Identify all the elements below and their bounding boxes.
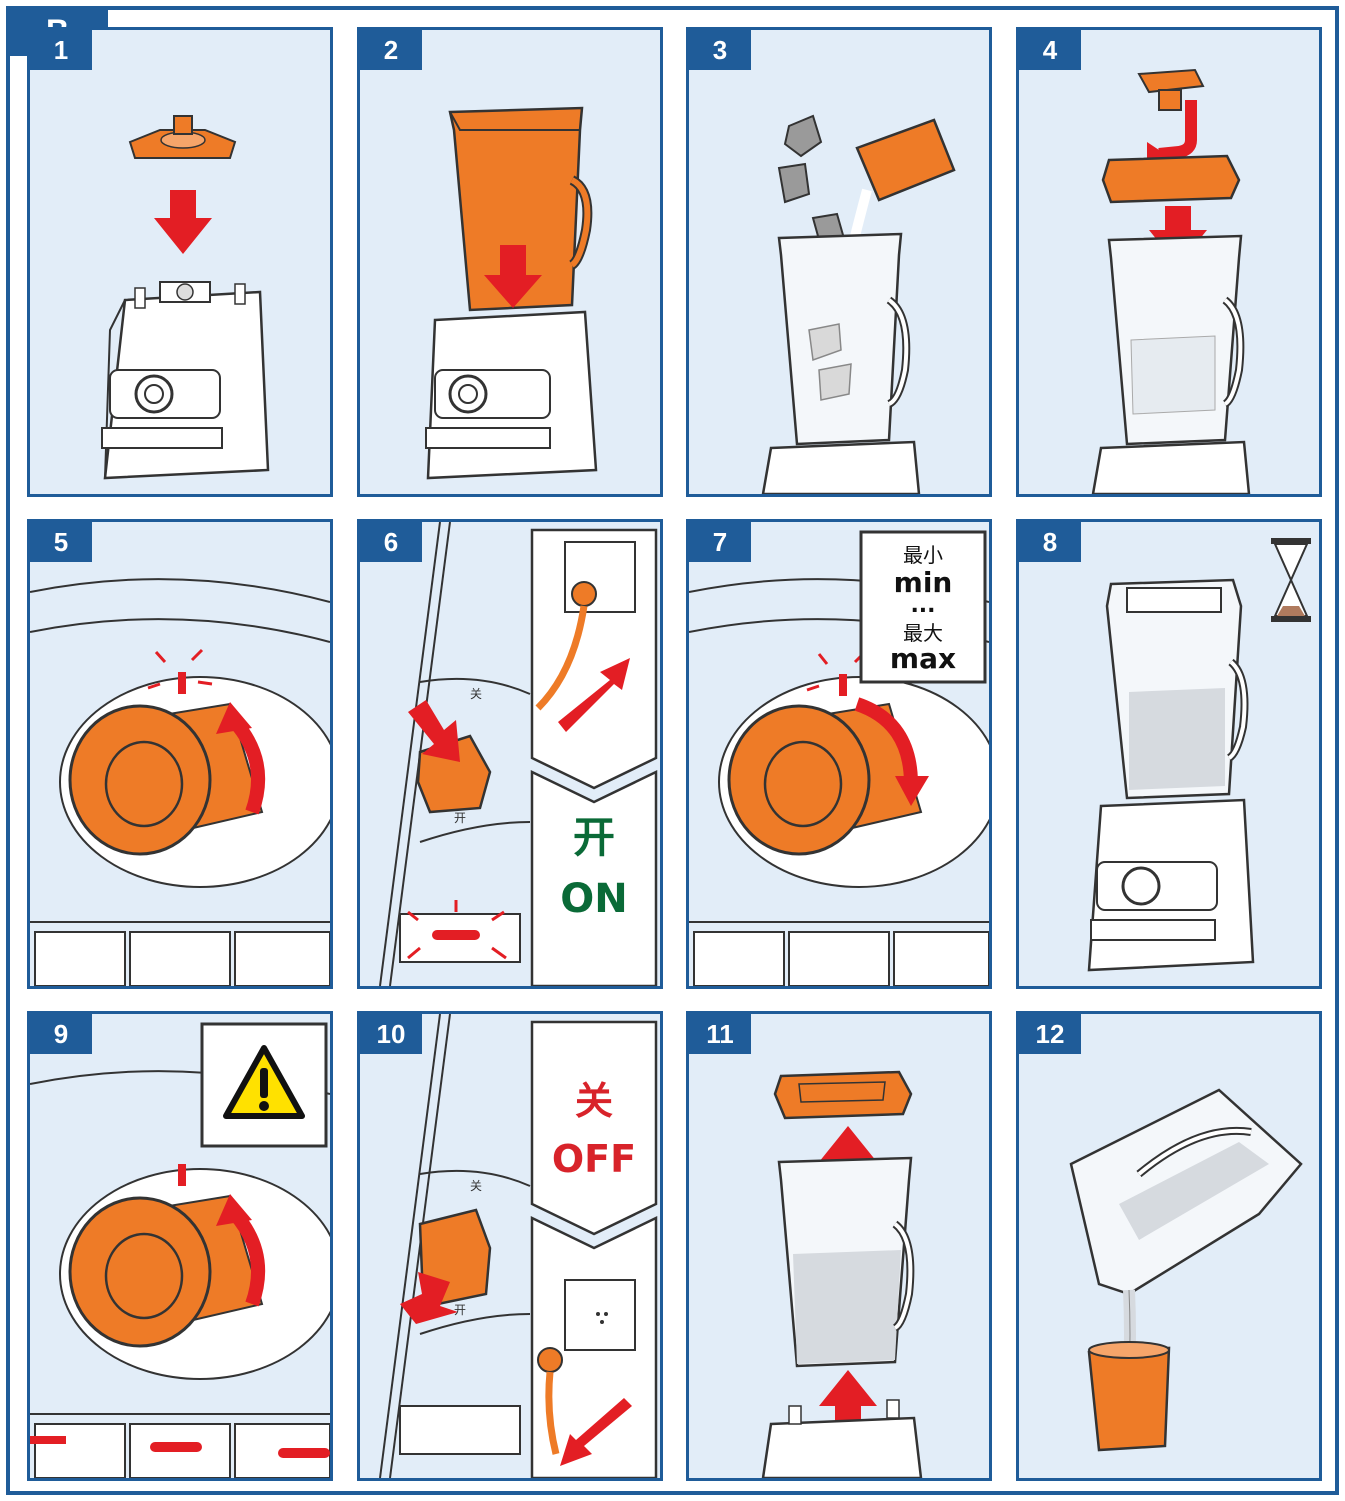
step-1-panel: 1 — [27, 27, 333, 497]
lid-and-plug-onto-jar-icon — [1091, 68, 1251, 494]
max-en-label: max — [890, 642, 956, 675]
switch-top-label: 关 — [470, 687, 482, 701]
step-number: 11 — [689, 1014, 751, 1054]
jar-onto-base-icon — [425, 106, 598, 480]
switch-off-and-unplug-icon: 关 开 关 OFF — [379, 1014, 658, 1478]
dial-turn-to-speed-icon: 最小 min ... 最大 max — [689, 530, 989, 986]
step-10-panel: 10 关 开 关 OFF — [357, 1011, 663, 1481]
switch-bottom-label: 开 — [454, 811, 466, 825]
blending-wait-hourglass-icon — [1087, 538, 1311, 972]
remove-lid-lift-jar-icon — [761, 1070, 923, 1478]
step-5-panel: 5 — [27, 519, 333, 989]
dial-turn-to-off-mark-icon — [30, 578, 330, 986]
step-7-panel: 7 最小 min ... 最大 max — [686, 519, 992, 989]
step-number: 5 — [30, 522, 92, 562]
on-en-label: ON — [560, 876, 627, 922]
on-cn-label: 开 — [573, 813, 615, 862]
max-cn-label: 最大 — [903, 621, 943, 645]
pour-into-cup-icon — [1069, 1088, 1303, 1452]
step-number: 7 — [689, 522, 751, 562]
switch-bottom-label: 开 — [454, 1303, 466, 1317]
switch-top-label: 关 — [470, 1179, 482, 1193]
step-4-panel: 4 — [1016, 27, 1322, 497]
plug-in-and-switch-on-icon: 关 开 开 ON — [379, 522, 658, 986]
step-number: 4 — [1019, 30, 1081, 70]
off-cn-label: 关 — [575, 1079, 613, 1123]
step-number: 10 — [360, 1014, 422, 1054]
step-12-panel: 12 — [1016, 1011, 1322, 1481]
step-number: 3 — [689, 30, 751, 70]
step-number: 2 — [360, 30, 422, 70]
step-6-panel: 6 关 开 开 ON — [357, 519, 663, 989]
dial-back-warning-icon — [30, 1022, 330, 1478]
min-cn-label: 最小 — [903, 543, 943, 567]
blade-base-onto-motor-base-icon — [101, 115, 270, 480]
step-8-panel: 8 — [1016, 519, 1322, 989]
step-number: 1 — [30, 30, 92, 70]
step-number: 6 — [360, 522, 422, 562]
step-3-panel: 3 — [686, 27, 992, 497]
step-2-panel: 2 — [357, 27, 663, 497]
step-number: 12 — [1019, 1014, 1081, 1054]
dots-label: ... — [910, 593, 935, 618]
off-en-label: OFF — [552, 1137, 636, 1181]
step-11-panel: 11 — [686, 1011, 992, 1481]
step-9-panel: 9 — [27, 1011, 333, 1481]
step-number: 9 — [30, 1014, 92, 1054]
min-en-label: min — [894, 566, 953, 599]
add-ice-and-liquid-icon — [761, 114, 956, 494]
step-number: 8 — [1019, 522, 1081, 562]
